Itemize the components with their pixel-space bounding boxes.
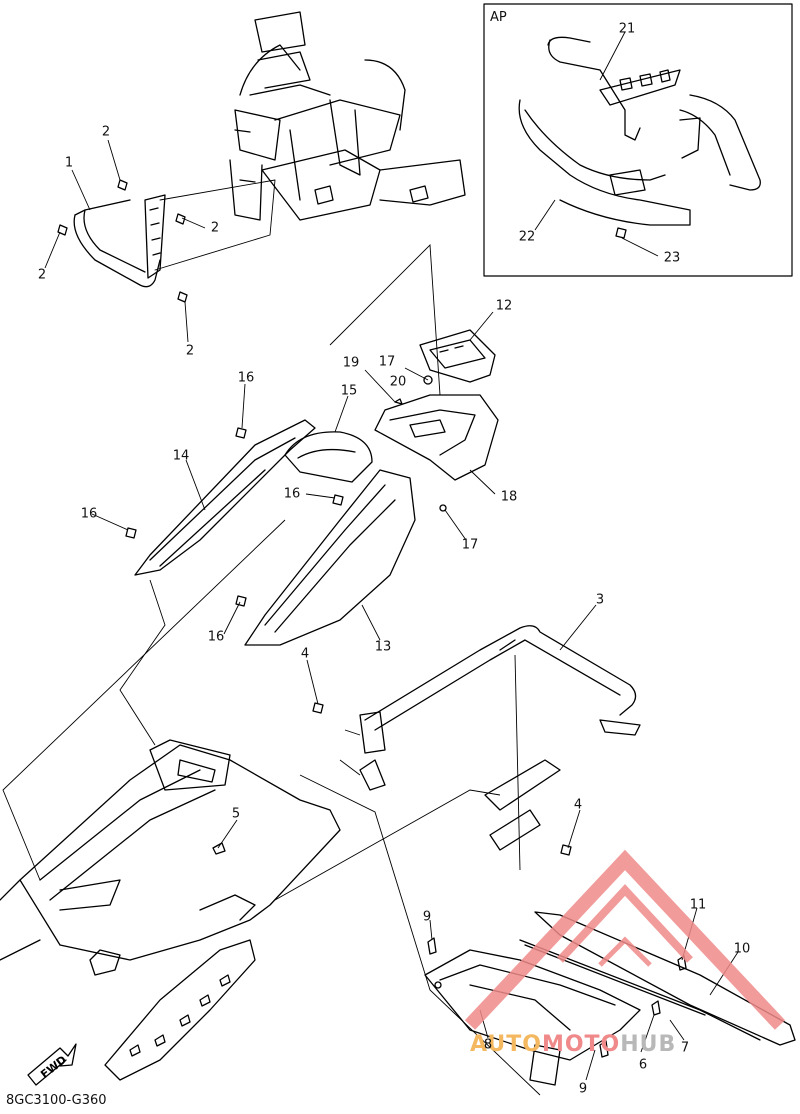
watermark-part3: HUB — [620, 1032, 677, 1057]
callout-22: 22 — [518, 229, 536, 245]
diagram-code: 8GC3100-G360 — [6, 1093, 107, 1108]
callout-7: 7 — [680, 1040, 690, 1056]
callout-11: 11 — [689, 897, 707, 913]
front-frame — [229, 11, 466, 221]
callout-23: 23 — [663, 250, 681, 266]
callout-4: 4 — [300, 646, 310, 662]
callout-18: 18 — [500, 489, 518, 505]
callout-2: 2 — [210, 220, 220, 236]
callout-21: 21 — [618, 21, 636, 37]
callout-19: 19 — [342, 355, 360, 371]
callout-16: 16 — [80, 506, 98, 522]
callout-13: 13 — [374, 639, 392, 655]
ap-bumper — [518, 36, 761, 239]
callout-16: 16 — [237, 370, 255, 386]
callout-3: 3 — [595, 592, 605, 608]
callout-2: 2 — [185, 343, 195, 359]
front-bumper — [57, 179, 276, 303]
callout-10: 10 — [733, 941, 751, 957]
callout-2: 2 — [37, 267, 47, 283]
callout-16: 16 — [207, 629, 225, 645]
callout-1: 1 — [64, 155, 74, 171]
leader-lines — [2, 31, 739, 1096]
callout-20: 20 — [389, 374, 407, 390]
callout-15: 15 — [340, 383, 358, 399]
callout-12: 12 — [495, 298, 513, 314]
side-cover-14 — [134, 419, 316, 576]
floor-plate — [104, 939, 256, 1081]
callout-17: 17 — [378, 354, 396, 370]
callout-9: 9 — [578, 1081, 588, 1097]
bracket-12 — [419, 329, 496, 383]
inset-label: AP — [490, 10, 507, 25]
callout-9: 9 — [422, 909, 432, 925]
watermark-part1: AUTO — [470, 1032, 542, 1057]
callout-4: 4 — [573, 797, 583, 813]
rear-frame — [0, 739, 341, 976]
callout-14: 14 — [172, 448, 190, 464]
rear-cover-18 — [374, 394, 499, 481]
fwd-arrow-icon — [27, 1043, 77, 1086]
watermark-logo — [464, 849, 786, 1030]
mudguard-8 — [424, 949, 641, 1086]
callout-17: 17 — [461, 537, 479, 553]
callout-8: 8 — [483, 1037, 493, 1053]
callout-5: 5 — [231, 806, 241, 822]
seat-base-15 — [284, 431, 373, 483]
side-cover-13 — [244, 469, 416, 646]
callout-16: 16 — [283, 486, 301, 502]
callout-6: 6 — [638, 1057, 648, 1073]
watermark-part2: MOTO — [541, 1032, 621, 1057]
callout-2: 2 — [101, 124, 111, 140]
watermark-text: AUTOMOTOHUB — [470, 1032, 676, 1057]
bolts-16 — [125, 427, 344, 607]
rear-rack-3 — [359, 625, 641, 851]
